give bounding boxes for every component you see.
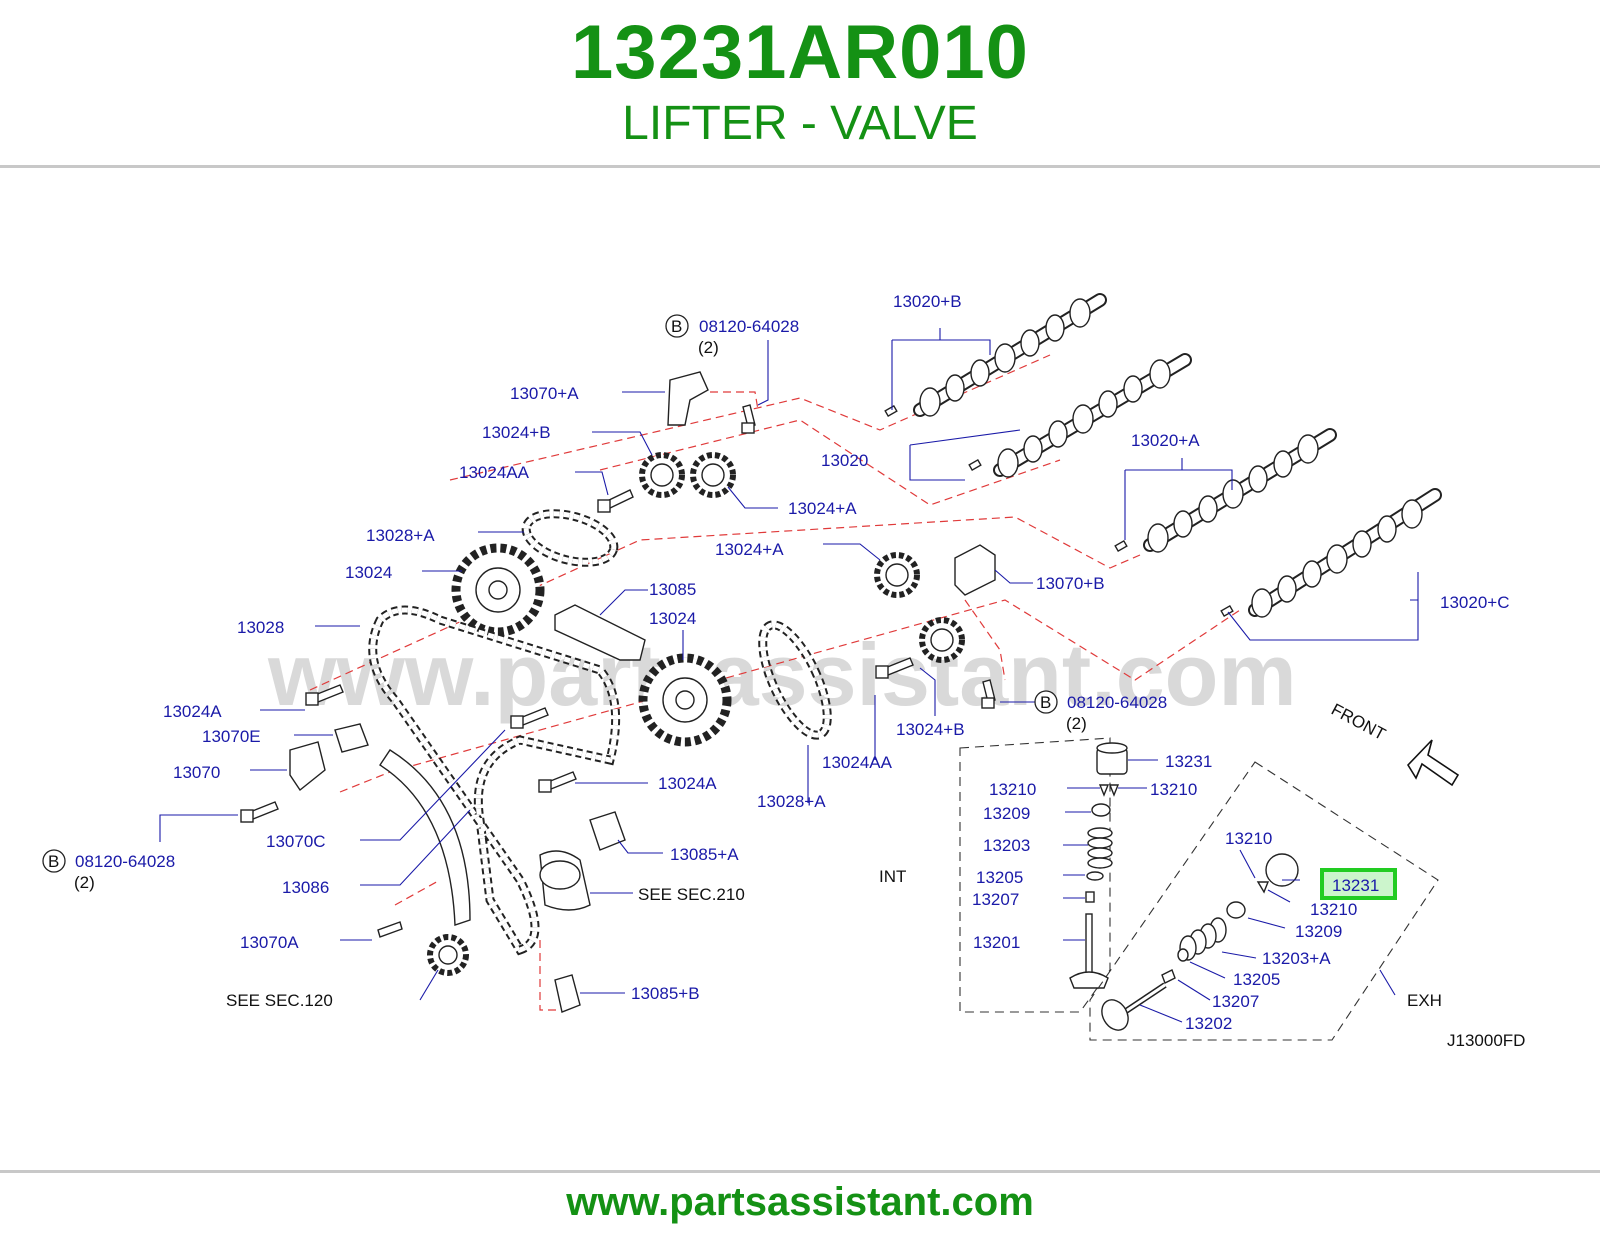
camshaft-13020-c xyxy=(1248,488,1442,618)
label-bolt-left: 08120-64028 xyxy=(75,852,175,871)
sprocket-13024-a-top xyxy=(690,452,736,498)
label-bolt-right-qty: (2) xyxy=(1066,714,1087,733)
front-label: FRONT xyxy=(1328,700,1389,744)
label-see-sec-210: SEE SEC.210 xyxy=(638,885,745,904)
header-divider xyxy=(0,165,1600,168)
tensioner-13070c xyxy=(539,850,591,911)
label-exh-13203-a: 13203+A xyxy=(1262,949,1331,968)
footer-website-url[interactable]: www.partsassistant.com xyxy=(566,1180,1034,1224)
label-exh-13210: 13210 xyxy=(1310,900,1357,919)
label-13020-b: 13020+B xyxy=(893,292,962,311)
label-13024a-left: 13024A xyxy=(163,702,222,721)
label-13024-left: 13024 xyxy=(345,563,392,582)
label-13020: 13020 xyxy=(821,451,868,470)
bolts xyxy=(240,404,996,938)
front-arrow-icon xyxy=(1406,739,1460,787)
label-int-13201: 13201 xyxy=(973,933,1020,952)
footer-divider xyxy=(0,1170,1600,1173)
label-int-13210-right: 13210 xyxy=(1150,780,1197,799)
label-exh-13210-top: 13210 xyxy=(1225,829,1272,848)
label-exh-13209: 13209 xyxy=(1295,922,1342,941)
exhaust-labels: 13210 13231 13210 13209 13203+A 13205 13… xyxy=(1185,829,1442,1033)
label-leader-lines xyxy=(159,328,1419,1023)
label-13070: 13070 xyxy=(173,763,220,782)
label-exh-13202: 13202 xyxy=(1185,1014,1232,1033)
label-13070-a: 13070+A xyxy=(510,384,579,403)
label-13086: 13086 xyxy=(282,878,329,897)
label-13024-a-mid: 13024+A xyxy=(715,540,784,559)
chain-guide-13086 xyxy=(379,749,471,926)
highlight-13231-box xyxy=(1320,868,1397,900)
label-13085: 13085 xyxy=(649,580,696,599)
label-13070c: 13070C xyxy=(266,832,326,851)
bolt-note-circle-left: B xyxy=(42,849,66,873)
label-exh-13231: 13231 xyxy=(1332,876,1379,895)
label-13070a: 13070A xyxy=(240,933,299,952)
label-13024a-mid: 13024A xyxy=(658,774,717,793)
label-13028: 13028 xyxy=(237,618,284,637)
page-header: 13231AR010 LIFTER - VALVE xyxy=(0,0,1600,168)
label-bolt-left-qty: (2) xyxy=(74,873,95,892)
tensioner-13070-b xyxy=(954,544,996,596)
intake-labels: INT 13231 13210 13210 13209 13203 13205 … xyxy=(879,752,1212,952)
label-exh-13205: 13205 xyxy=(1233,970,1280,989)
label-int-13207: 13207 xyxy=(972,890,1019,909)
chain-guide-13085 xyxy=(554,604,646,661)
label-13070e: 13070E xyxy=(202,727,261,746)
label-13085-a: 13085+A xyxy=(670,845,739,864)
camshaft-13020 xyxy=(993,353,1192,478)
dowel-pins xyxy=(884,404,1234,618)
camshaft-13020-a xyxy=(1143,428,1337,553)
tensioner-13070 xyxy=(289,741,326,792)
svg-text:B: B xyxy=(671,317,682,336)
label-exh: EXH xyxy=(1407,991,1442,1010)
label-13070-b: 13070+B xyxy=(1036,574,1105,593)
label-13024-b-right: 13024+B xyxy=(896,720,965,739)
sprocket-13024-a-mid xyxy=(874,552,920,598)
label-13028-a-bot: 13028+A xyxy=(757,792,826,811)
label-13024-mid: 13024 xyxy=(649,609,696,628)
exhaust-valve-group xyxy=(1089,761,1439,1041)
label-13085-b: 13085+B xyxy=(631,984,700,1003)
svg-text:B: B xyxy=(1040,693,1051,712)
label-exh-13207: 13207 xyxy=(1212,992,1259,1011)
sprocket-13024-b xyxy=(639,452,685,498)
label-13020-c: 13020+C xyxy=(1440,593,1509,612)
label-see-sec-120: SEE SEC.120 xyxy=(226,991,333,1010)
intake-valve-group xyxy=(959,737,1128,1013)
label-13020-a: 13020+A xyxy=(1131,431,1200,450)
label-int-13210-left: 13210 xyxy=(989,780,1036,799)
label-bolt-top: 08120-64028 xyxy=(699,317,799,336)
guide-13085-a xyxy=(589,811,626,851)
diagram-code: J13000FD xyxy=(1447,1031,1525,1050)
part-labels: 13020+B 08120-64028 (2) 13070+A 13024+B … xyxy=(74,292,1509,1010)
sprocket-13024-b-right xyxy=(919,617,965,663)
label-int-13231: 13231 xyxy=(1165,752,1212,771)
sprocket-13024-mid xyxy=(638,653,732,747)
label-bolt-right: 08120-64028 xyxy=(1067,693,1167,712)
bolt-note-circle-right: B xyxy=(1034,690,1058,714)
timing-chains xyxy=(368,509,832,956)
guide-13085-b xyxy=(554,974,581,1013)
tensioner-13070-a xyxy=(667,371,709,426)
label-13024-a-top: 13024+A xyxy=(788,499,857,518)
label-int-13203: 13203 xyxy=(983,836,1030,855)
sprocket-13024-left xyxy=(451,543,545,637)
label-13028-a-top: 13028+A xyxy=(366,526,435,545)
camshaft-13020-b xyxy=(913,293,1107,417)
label-int-13205: 13205 xyxy=(976,868,1023,887)
gasket-13070e xyxy=(334,723,369,753)
part-number-title: 13231AR010 xyxy=(571,10,1029,95)
label-13024-b-top: 13024+B xyxy=(482,423,551,442)
sprocket-crank xyxy=(427,934,469,976)
bolt-note-circle-top: B xyxy=(665,314,689,338)
svg-text:B: B xyxy=(48,852,59,871)
part-name-subtitle: LIFTER - VALVE xyxy=(622,97,978,150)
label-bolt-top-qty: (2) xyxy=(698,338,719,357)
label-13024aa-top: 13024AA xyxy=(459,463,530,482)
label-int: INT xyxy=(879,867,906,886)
label-13024aa-bot: 13024AA xyxy=(822,753,893,772)
label-int-13209: 13209 xyxy=(983,804,1030,823)
